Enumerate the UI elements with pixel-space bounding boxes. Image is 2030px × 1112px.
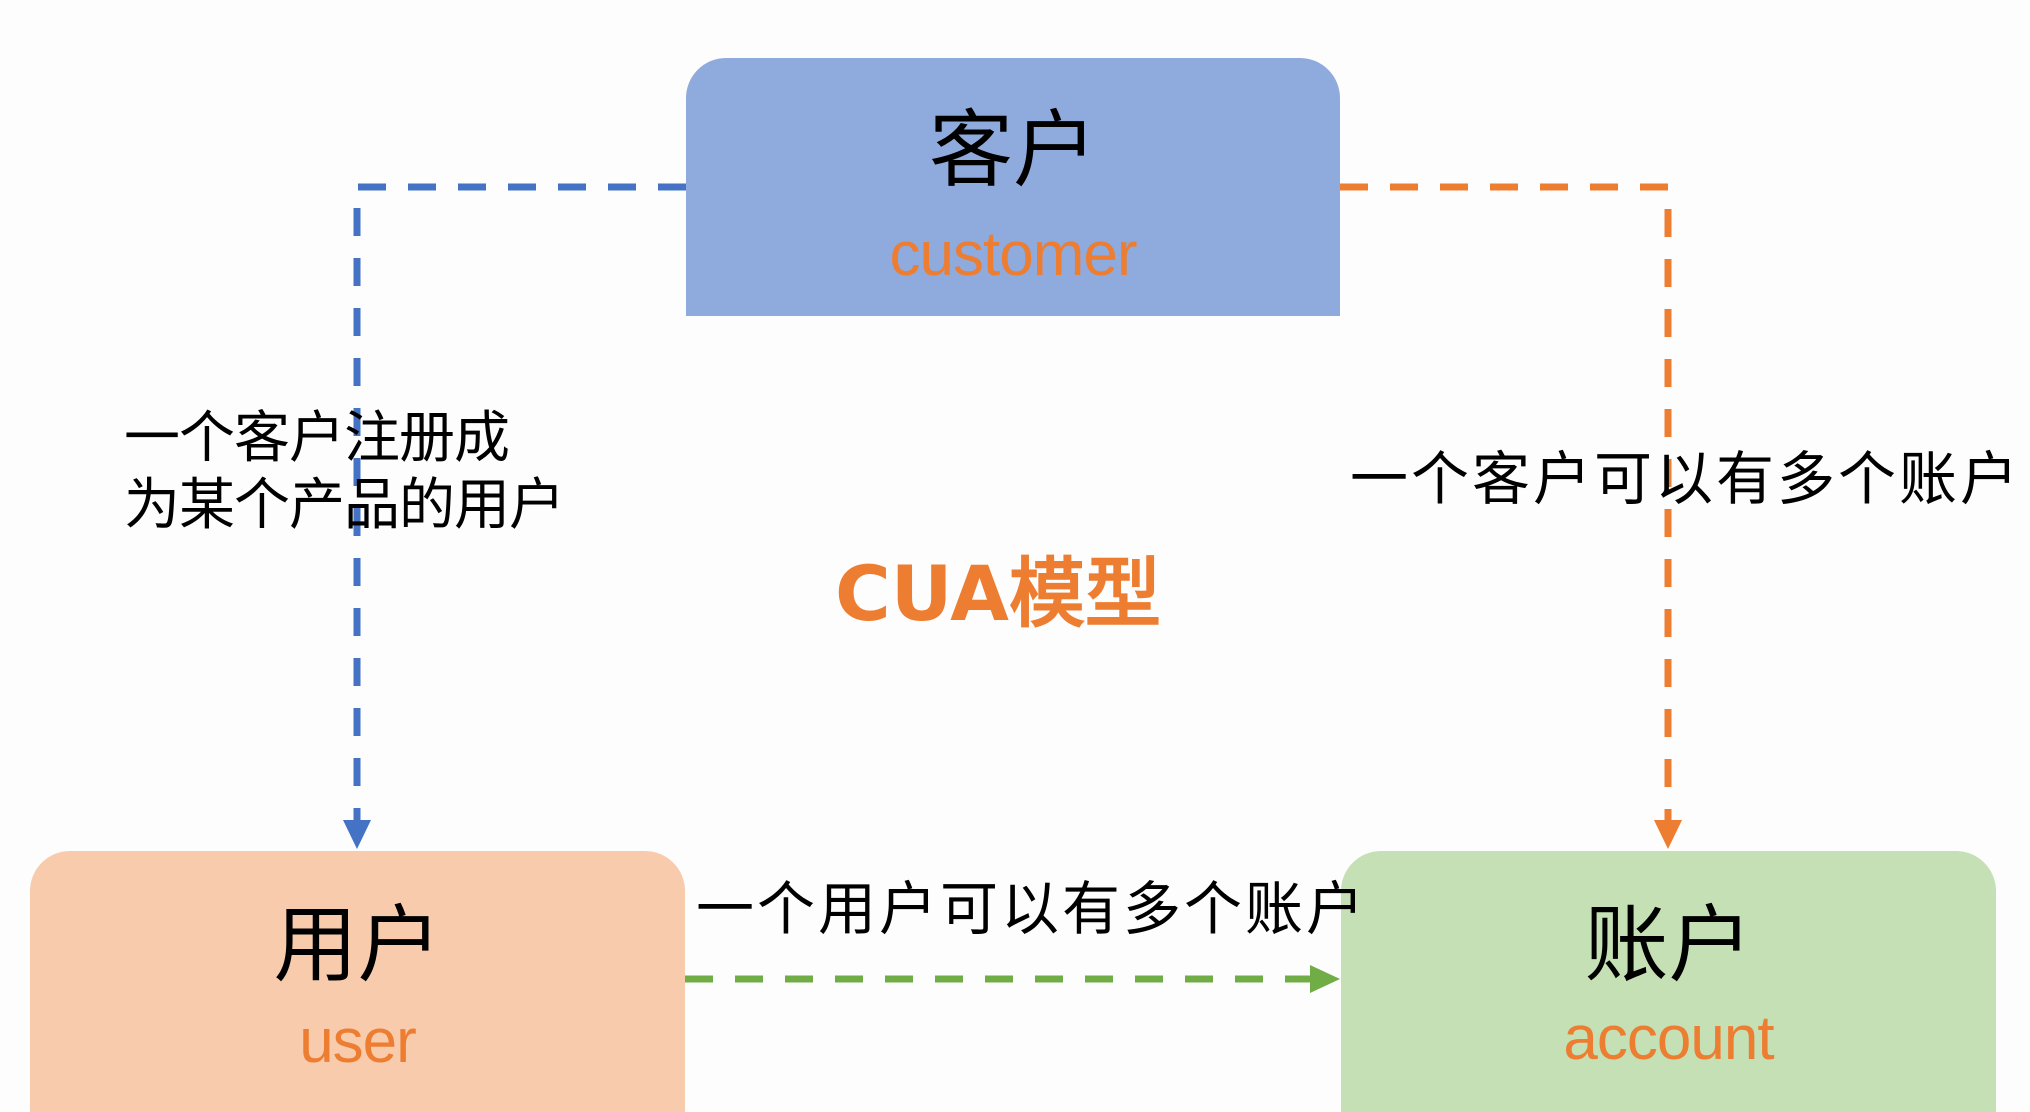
node-user: 用户 user [30, 851, 685, 1112]
node-user-label-cn: 用户 [273, 896, 442, 994]
arrowhead-user-to-account [1310, 965, 1340, 993]
arrowhead-customer-to-user [343, 820, 371, 849]
arrowhead-customer-to-account [1654, 820, 1682, 849]
node-customer-label-cn: 客户 [928, 101, 1097, 199]
edge-label-user-account: 一个用户可以有多个账户 [696, 875, 1368, 943]
node-account-label-en: account [1563, 1004, 1774, 1073]
edge-customer-to-account [1340, 183, 1672, 822]
node-customer: 客户 customer [686, 58, 1340, 316]
node-user-label-en: user [299, 1007, 417, 1076]
node-account-label-cn: 账户 [1584, 896, 1753, 994]
diagram-title: CUA模型 [835, 549, 1161, 638]
edge-label-customer-user-line-1: 一个客户注册成 [124, 406, 510, 471]
node-customer-label-en: customer [889, 220, 1138, 289]
edge-label-customer-user: 一个客户注册成 为某个产品的用户 [124, 405, 565, 539]
node-account: 账户 account [1341, 851, 1996, 1112]
edge-label-customer-user-line-2: 为某个产品的用户 [124, 473, 565, 538]
edge-label-customer-account: 一个客户可以有多个账户 [1350, 445, 2022, 513]
edge-customer-to-user [353, 183, 686, 822]
